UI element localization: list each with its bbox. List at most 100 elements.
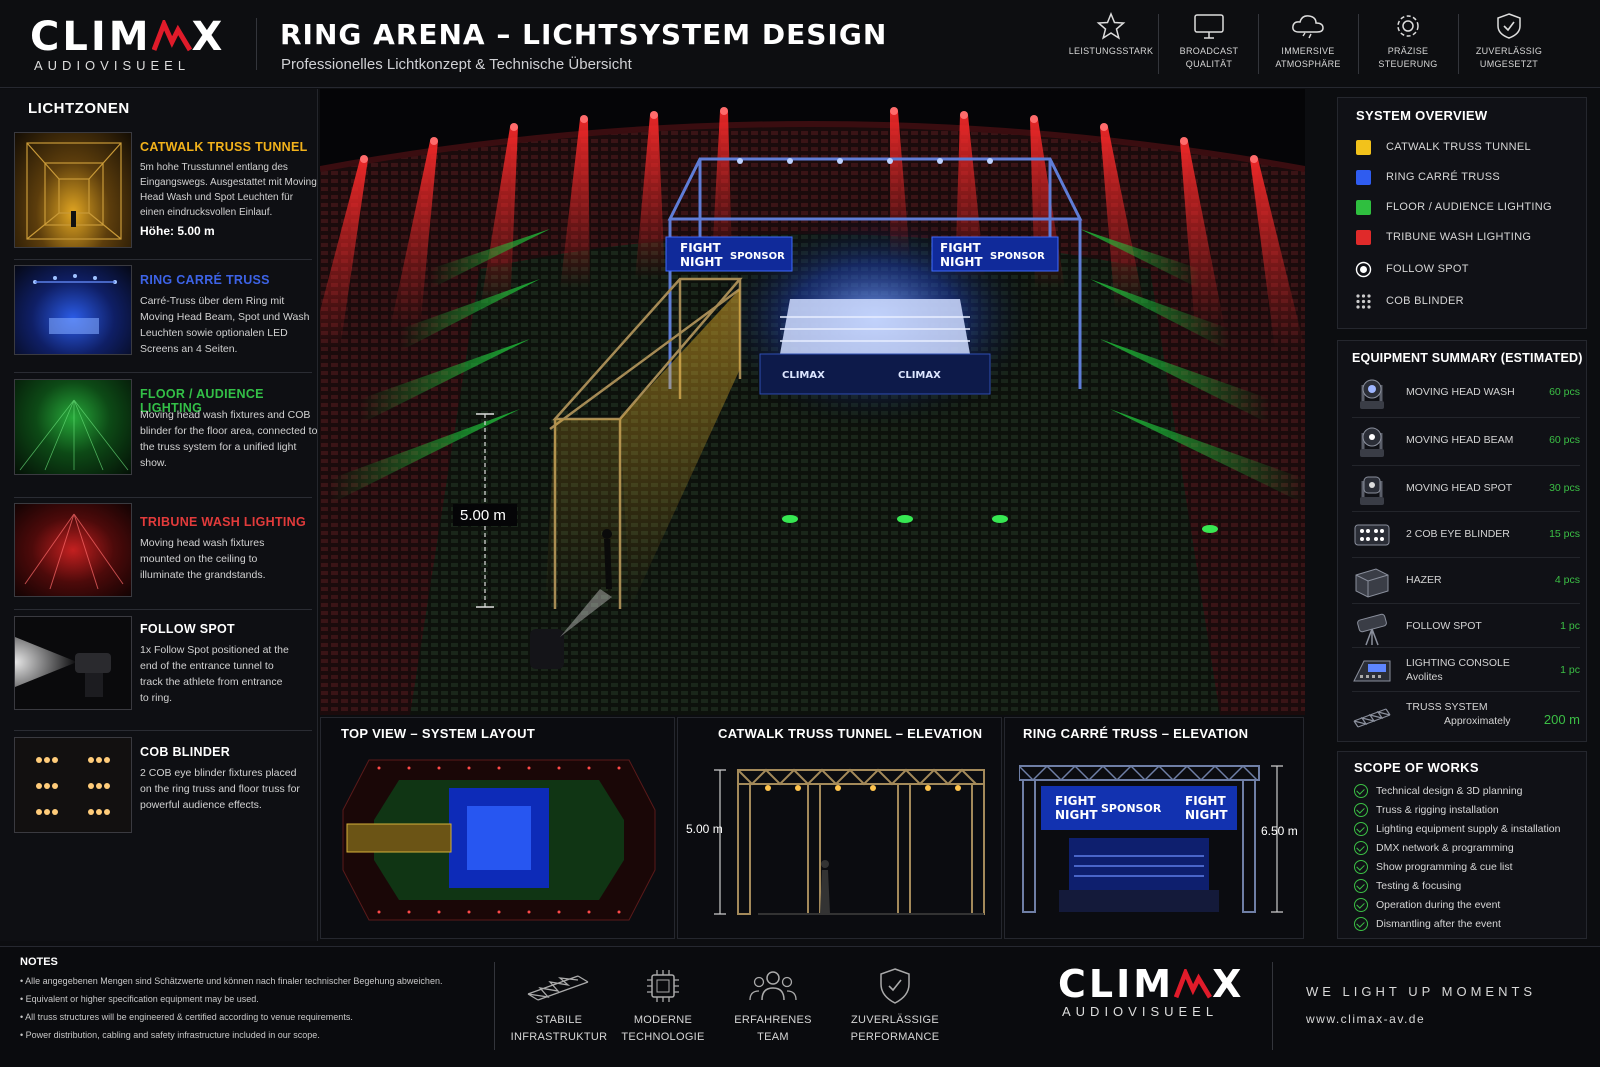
zone-ring-description: Carré-Truss über dem Ring mit Moving Hea… <box>140 295 310 355</box>
monitor-icon <box>1194 14 1224 39</box>
feature-praezise: PRÄZISE STEUERUNG <box>1363 12 1453 71</box>
note-item: • All truss structures will be engineere… <box>20 1012 353 1022</box>
catwalk-elevation-panel: CATWALK TRUSS TUNNEL – ELEVATION 5.00 m <box>677 717 1002 939</box>
footer-tagline: WE LIGHT UP MOMENTS <box>1306 984 1537 999</box>
logo-x-mark <box>1173 966 1213 999</box>
zone-ring-title: RING CARRÉ TRUSS <box>140 273 270 287</box>
zone-tribune-title: TRIBUNE WASH LIGHTING <box>140 515 307 529</box>
zones-panel: LICHTZONEN CATWALK TRUSS TUNNEL 5m hohe … <box>0 89 318 941</box>
note-item: • Alle angegebenen Mengen sind Schätzwer… <box>20 976 443 986</box>
zone-cob-title: COB BLINDER <box>140 745 231 759</box>
feature-broadcast: BROADCAST QUALITÄT <box>1164 12 1254 71</box>
render-fight-2: FIGHT <box>940 241 982 255</box>
check-icon <box>1354 841 1368 855</box>
zone-ring-carre[interactable]: RING CARRÉ TRUSS Carré-Truss über dem Ri… <box>14 265 314 357</box>
cloud-icon <box>1292 15 1324 39</box>
chip-icon <box>647 970 679 1002</box>
target-icon <box>1355 261 1372 278</box>
check-icon <box>1354 822 1368 836</box>
render-apron-logo-1: CLIMAX <box>782 370 825 381</box>
zone-catwalk-title: CATWALK TRUSS TUNNEL <box>140 140 308 154</box>
zones-heading: LICHTZONEN <box>28 100 130 117</box>
feature-leistungsstark: LEISTUNGSSTARK <box>1066 12 1156 58</box>
shield-icon <box>880 968 910 1004</box>
page-subtitle: Professionelles Lichtkonzept & Technisch… <box>281 56 632 73</box>
top-view-diagram <box>342 759 656 921</box>
render-sponsor-2: SPONSOR <box>990 251 1045 262</box>
arena-illustration: FIGHT NIGHT SPONSOR FIGHT NIGHT SPONSOR … <box>320 107 1305 715</box>
team-icon <box>749 971 797 1001</box>
shield-check-icon <box>1497 13 1521 39</box>
system-overview-heading: SYSTEM OVERVIEW <box>1356 108 1488 123</box>
check-icon <box>1354 803 1368 817</box>
equipment-heading: EQUIPMENT SUMMARY (ESTIMATED) <box>1352 351 1583 365</box>
dot-grid-icon <box>1356 294 1371 309</box>
ring-elevation-diagram <box>1019 764 1283 913</box>
feature-immersive: IMMERSIVE ATMOSPHÄRE <box>1263 12 1353 71</box>
zone-cob-blinder[interactable]: COB BLINDER 2 COB eye blinder fixtures p… <box>14 737 314 837</box>
logo-x-mark <box>151 17 192 52</box>
zone-floor-title: FLOOR / AUDIENCE LIGHTING <box>140 387 264 415</box>
console-icon <box>1353 660 1391 682</box>
zone-follow-spot-title: FOLLOW SPOT <box>140 622 235 636</box>
footer-website-link[interactable]: www.climax-av.de <box>1306 1012 1426 1026</box>
zone-floor-description: Moving head wash fixtures and COB blinde… <box>140 409 318 469</box>
top-view-title: TOP VIEW – SYSTEM LAYOUT <box>341 726 536 741</box>
footer-logo-subtitle: AUDIOVISUEEL <box>1062 1004 1219 1019</box>
zone-cob-thumbnail <box>14 737 132 833</box>
catwalk-elevation-title: CATWALK TRUSS TUNNEL – ELEVATION <box>718 726 983 741</box>
arena-render: FIGHT NIGHT SPONSOR FIGHT NIGHT SPONSOR … <box>320 89 1305 715</box>
check-icon <box>1354 917 1368 931</box>
ring-elevation-title: RING CARRÉ TRUSS – ELEVATION <box>1023 726 1249 741</box>
equipment-panel: EQUIPMENT SUMMARY (ESTIMATED) MOVING HEA… <box>1337 340 1587 742</box>
scope-panel: SCOPE OF WORKS Technical design & 3D pla… <box>1337 751 1587 939</box>
note-item: • Equivalent or higher specification equ… <box>20 994 259 1004</box>
render-night-1: NIGHT <box>680 255 723 269</box>
catwalk-height-dimension: 5.00 m <box>686 822 723 836</box>
blinder-icon <box>36 757 110 815</box>
check-icon <box>1354 898 1368 912</box>
logo-subtitle: AUDIOVISUEEL <box>34 58 191 73</box>
zone-follow-spot-thumbnail <box>14 616 132 710</box>
zone-floor-audience[interactable]: FLOOR / AUDIENCE LIGHTING Moving head wa… <box>14 379 317 477</box>
page-title: RING ARENA – LICHTSYSTEM DESIGN <box>280 18 888 51</box>
zone-tribune-wash[interactable]: TRIBUNE WASH LIGHTING Moving head wash f… <box>14 503 314 597</box>
star-icon <box>1096 12 1126 40</box>
ring-height-dimension: 6.50 m <box>1261 824 1298 838</box>
render-night-2: NIGHT <box>940 255 983 269</box>
render-height-label: 5.00 m <box>460 507 506 524</box>
zone-catwalk-description: 5m hohe Trusstunnel entlang des Eingangs… <box>140 162 317 218</box>
zone-catwalk-height: Höhe: 5.00 m <box>140 224 215 238</box>
gear-icon <box>1397 15 1419 37</box>
zone-catwalk[interactable]: CATWALK TRUSS TUNNEL 5m hohe Trusstunnel… <box>14 132 317 248</box>
note-item: • Power distribution, cabling and safety… <box>20 1030 320 1040</box>
zone-tribune-description: Moving head wash fixtures mounted on the… <box>140 537 266 581</box>
catwalk-elevation-diagram <box>714 768 985 915</box>
top-view-panel: TOP VIEW – SYSTEM LAYOUT <box>320 717 675 939</box>
hazer-icon <box>1355 568 1389 598</box>
equipment-truss-system: TRUSS SYSTEM Approximately 200 m <box>1352 695 1580 735</box>
equipment-lighting-console: LIGHTING CONSOLE Avolites 1 pc <box>1352 651 1580 691</box>
zone-follow-spot-description: 1x Follow Spot positioned at the end of … <box>140 644 289 704</box>
zone-follow-spot[interactable]: FOLLOW SPOT 1x Follow Spot positioned at… <box>14 616 314 716</box>
truss-icon <box>527 975 589 1001</box>
check-icon <box>1354 784 1368 798</box>
render-sponsor-1: SPONSOR <box>730 251 785 262</box>
ring-elevation-sponsor: SPONSOR <box>1101 802 1162 815</box>
moving-head-beam-icon <box>1360 427 1384 457</box>
render-fight-1: FIGHT <box>680 241 722 255</box>
